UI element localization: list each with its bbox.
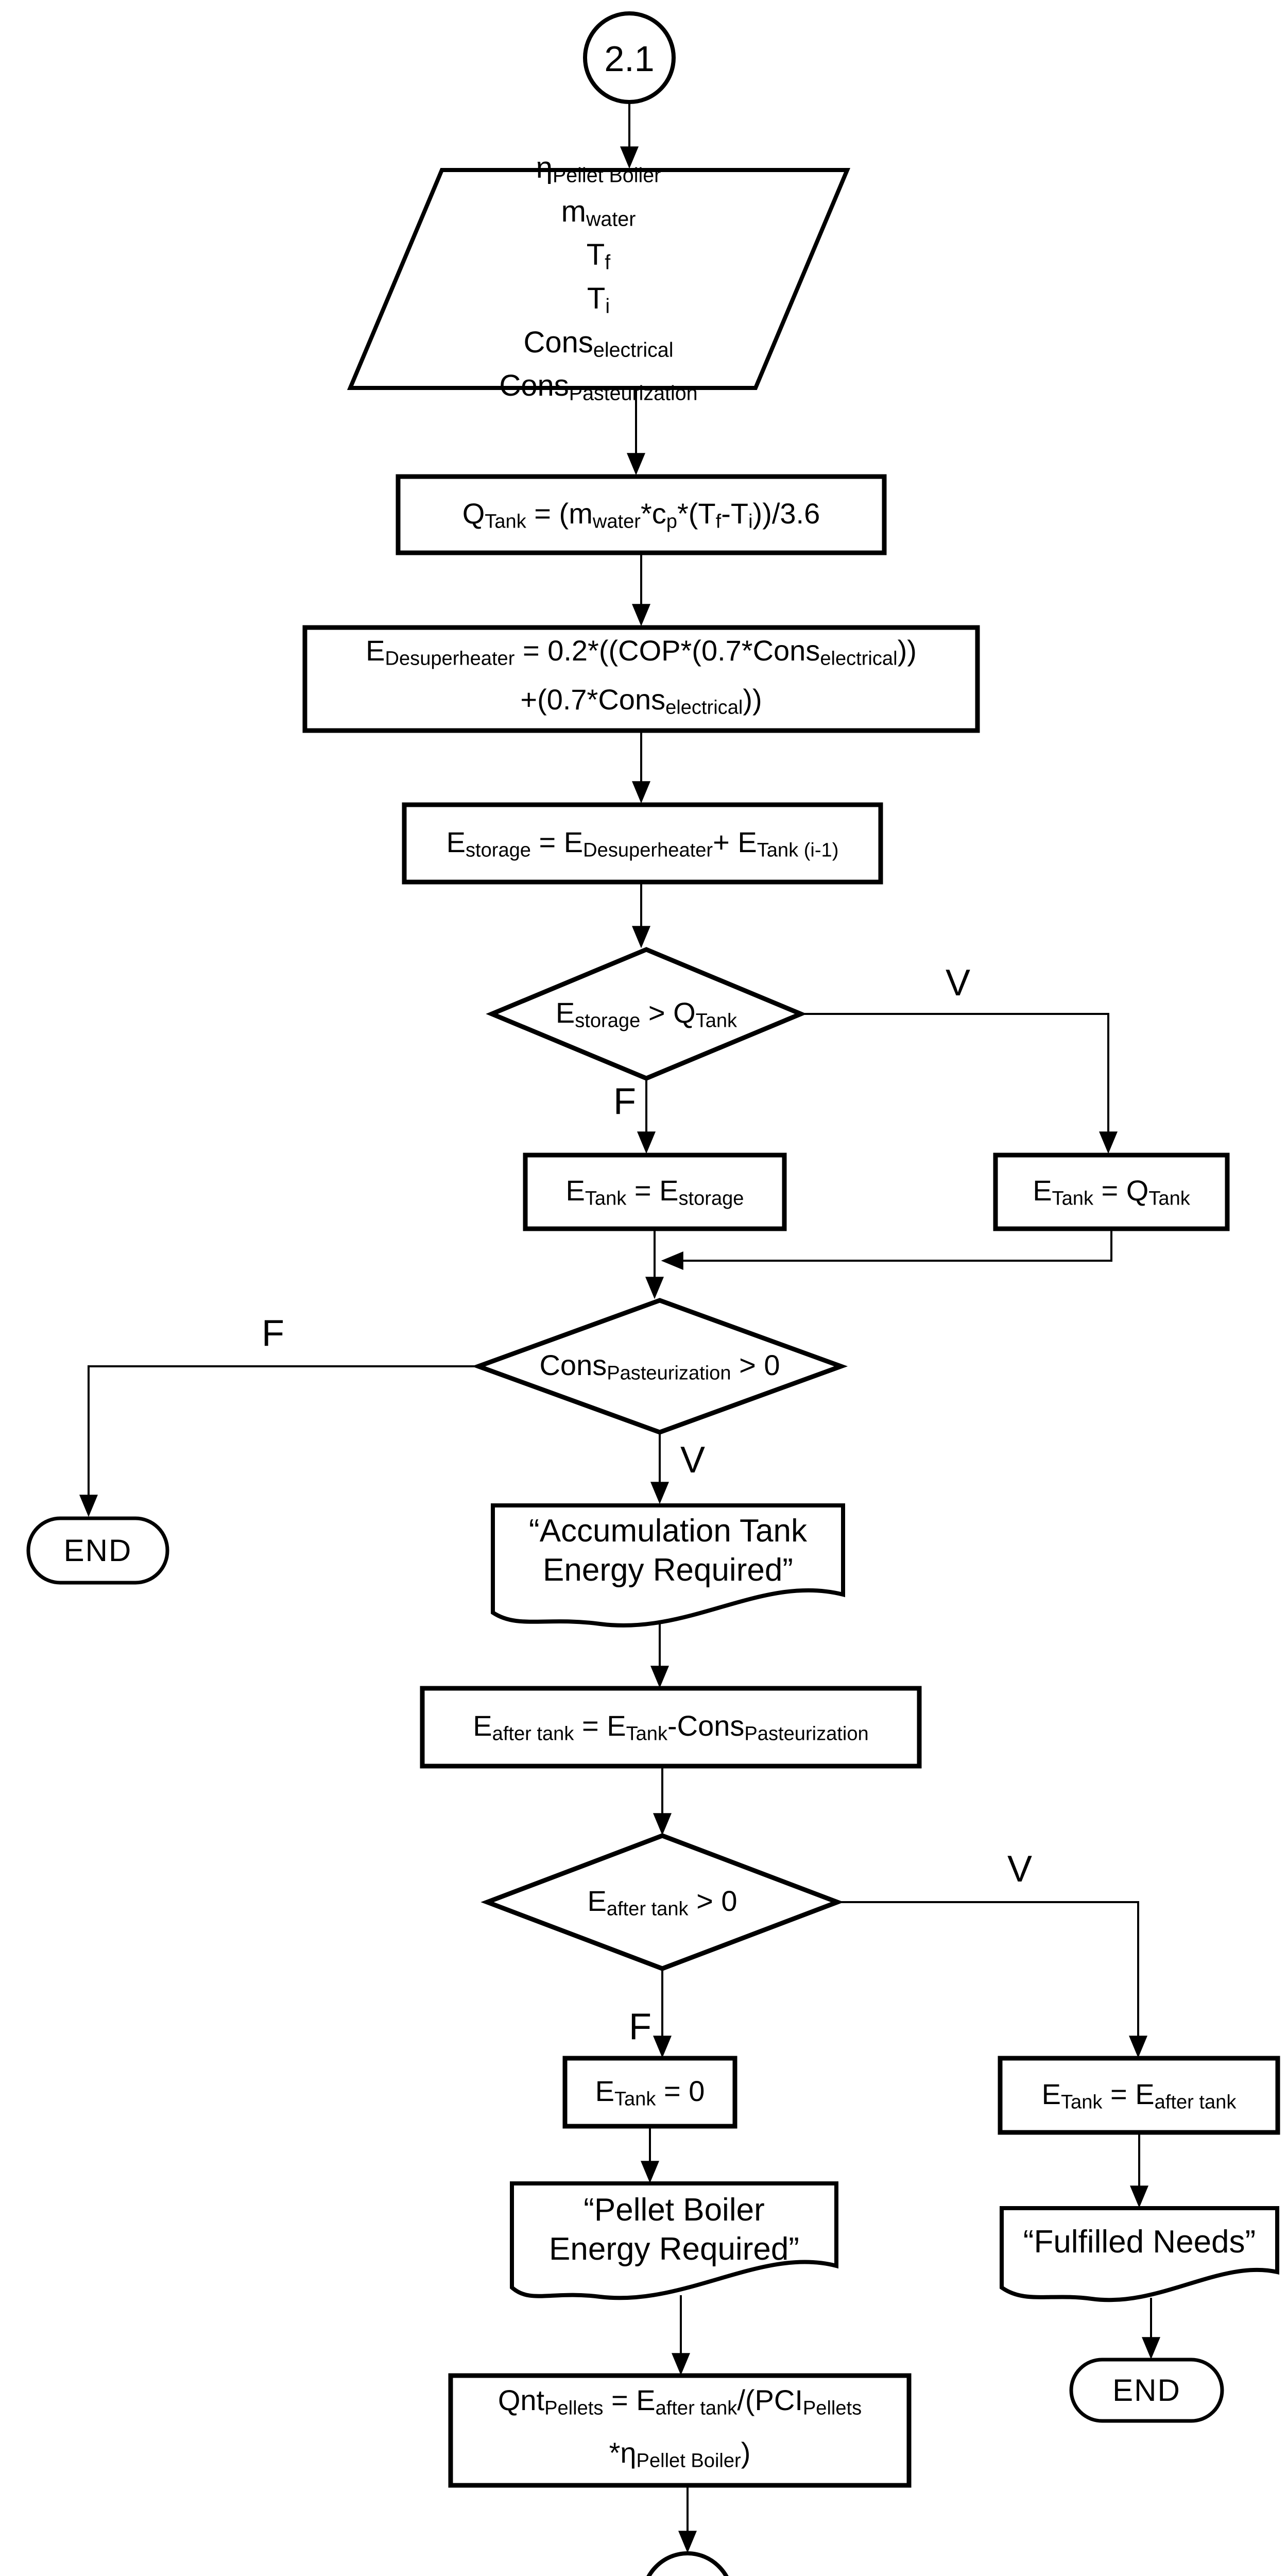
- edge-decision3-v: [837, 1901, 1147, 2058]
- desuperheater-text: EDesuperheater = 0.2*((COP*(0.7*Conselec…: [366, 634, 917, 719]
- decision1-diamond: [486, 947, 807, 1081]
- qnt-text: QntPellets = Eafter tank/(PCIPellets*ηPe…: [497, 2384, 862, 2471]
- etank-qtank-box: [993, 1153, 1230, 1231]
- aftertank-process-box: [420, 1686, 922, 1769]
- doc-pellet-shape: [510, 2181, 838, 2300]
- etank-zero-text: ETank = 0: [595, 2074, 705, 2110]
- etank-after-text: ETank = Eafter tank: [1041, 2077, 1237, 2113]
- etank-zero-box: [562, 2056, 737, 2129]
- doc-fulfilled-text: “Fulfilled Needs”: [1023, 2224, 1256, 2260]
- decision3-diamond: [481, 1833, 844, 1971]
- desuperheater-process-box: [302, 625, 980, 733]
- node-outlines: [26, 11, 1280, 2576]
- edge-qtank-branch-merge: [661, 1229, 1112, 1270]
- storage-process-box: [402, 802, 883, 885]
- end-left-label: END: [63, 1533, 132, 1568]
- doc-accumulation-shape: [491, 1503, 845, 1628]
- etank-storage-box: [523, 1153, 787, 1231]
- decision2-false-label: F: [262, 1313, 284, 1354]
- qnt-process-box: [448, 2373, 912, 2488]
- decision1-true-label: V: [945, 962, 971, 1004]
- etank-storage-text: ETank = Estorage: [565, 1174, 744, 1210]
- etank-qtank-text: ETank = QTank: [1033, 1174, 1190, 1210]
- decision3-true-label: V: [1007, 1849, 1033, 1890]
- decision2-true-label: V: [680, 1439, 706, 1481]
- inputs-parallelogram: [347, 168, 851, 390]
- aftertank-text: Eafter tank = ETank-ConsPasteurization: [473, 1709, 869, 1745]
- edge-decision1-v: [801, 1013, 1118, 1154]
- etank-after-box: [998, 2056, 1280, 2135]
- decision3-false-label: F: [629, 2006, 651, 2047]
- qtank-text: QTank = (mwater*cp*(Tf-Ti))/3.6: [462, 497, 820, 532]
- decision3-text: Eafter tank > 0: [587, 1884, 737, 1920]
- start-connector-label: 2.1: [604, 38, 655, 79]
- end-left-terminator: [26, 1516, 169, 1585]
- decision1-text: Estorage > QTank: [555, 996, 737, 1031]
- decision1-false-label: F: [613, 1081, 636, 1122]
- end-connector-circle: [646, 2551, 729, 2576]
- edge-decision2-f-to-end: [79, 1365, 478, 1517]
- end-right-terminator: [1069, 2358, 1224, 2423]
- start-connector-circle: [583, 11, 676, 104]
- connector-lines: [79, 102, 1160, 2553]
- decision2-text: ConsPasteurization > 0: [539, 1348, 780, 1384]
- end-right-label: END: [1112, 2372, 1181, 2408]
- qtank-process-box: [396, 474, 887, 555]
- doc-fulfilled-shape: [1000, 2206, 1279, 2302]
- storage-text: Estorage = EDesuperheater+ ETank (i-1): [446, 825, 839, 861]
- decision2-diamond: [471, 1298, 848, 1435]
